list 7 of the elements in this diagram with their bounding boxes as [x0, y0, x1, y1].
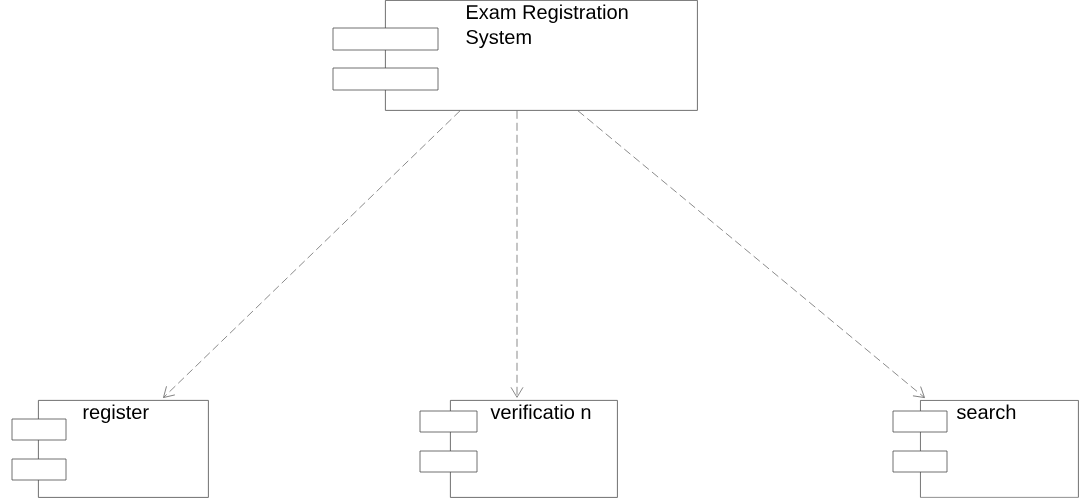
component-box: Exam Registration System [332, 0, 698, 111]
component-box: register [11, 400, 209, 498]
arrow [510, 110, 524, 398]
component-box: verificatio n [419, 400, 618, 498]
component-box: search [892, 400, 1079, 498]
arrow [163, 110, 461, 398]
arrow [577, 110, 925, 398]
